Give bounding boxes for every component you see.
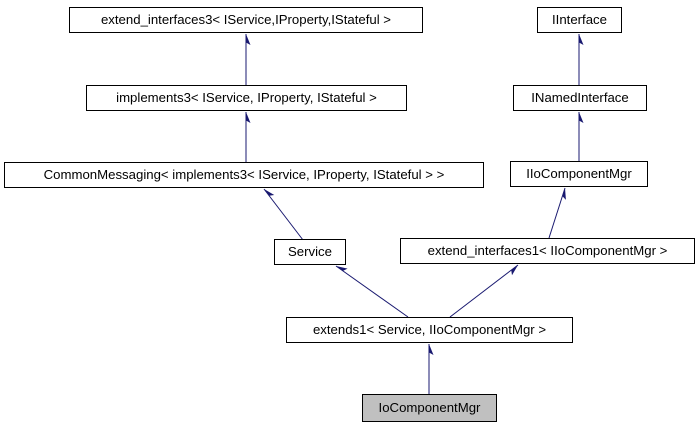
class-node-inamedinterface[interactable]: INamedInterface: [513, 85, 647, 111]
class-node-extend-interfaces3[interactable]: extend_interfaces3< IService,IProperty,I…: [69, 7, 423, 33]
class-node-commonmessaging[interactable]: CommonMessaging< implements3< IService, …: [4, 162, 484, 188]
class-node-implements3[interactable]: implements3< IService, IProperty, IState…: [86, 85, 407, 111]
class-node-extend-interfaces1[interactable]: extend_interfaces1< IIoComponentMgr >: [400, 238, 695, 264]
class-node-iiocomponentmgr[interactable]: IIoComponentMgr: [510, 161, 648, 187]
class-node-extends1[interactable]: extends1< Service, IIoComponentMgr >: [286, 317, 573, 343]
edge-service-to-commonmessaging: [263, 188, 304, 241]
class-node-iinterface[interactable]: IInterface: [537, 7, 622, 33]
edge-extends1-to-extend-interfaces1: [449, 264, 519, 318]
edge-extends1-to-service: [335, 265, 409, 318]
class-node-service[interactable]: Service: [274, 239, 346, 265]
class-node-iocomponentmgr-current: IoComponentMgr: [362, 394, 497, 422]
edge-extend-interfaces1-to-iiocomponentmgr: [548, 187, 565, 239]
